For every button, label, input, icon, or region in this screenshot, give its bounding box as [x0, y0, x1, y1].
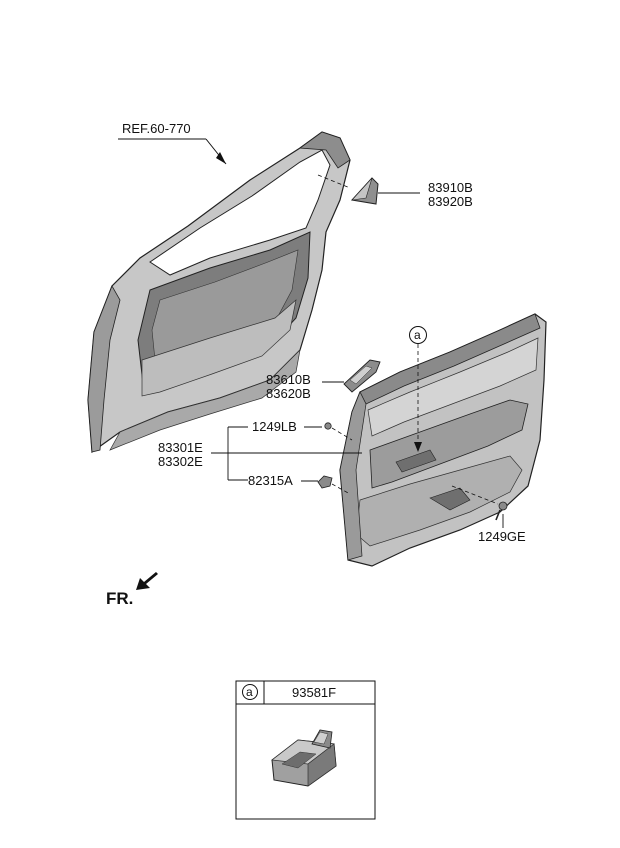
window-switch-part — [271, 729, 337, 787]
label-ref: REF.60-770 — [122, 121, 191, 136]
label-1249lb: 1249LB — [252, 419, 297, 434]
ref-leader — [118, 138, 227, 165]
mirror-cover-part — [351, 177, 379, 205]
label-82315a: 82315A — [248, 473, 293, 488]
callout-a-circle — [409, 326, 427, 344]
label-93581f: 93581F — [292, 685, 336, 700]
label-83302e: 83302E — [158, 454, 203, 469]
callout-a-text: a — [414, 328, 421, 342]
clip-82315a — [317, 475, 333, 489]
screw-1249lb — [324, 422, 332, 430]
front-arrow-icon — [136, 572, 158, 590]
bracket-leaders — [211, 426, 362, 481]
inside-handle-part — [343, 359, 381, 393]
label-1249ge: 1249GE — [478, 529, 526, 544]
screw-1249ge — [495, 501, 508, 521]
label-83620b: 83620B — [266, 386, 311, 401]
label-front: FR. — [106, 589, 133, 608]
label-83610b: 83610B — [266, 372, 311, 387]
label-83301e: 83301E — [158, 440, 203, 455]
label-83910b: 83910B — [428, 180, 473, 195]
label-83920b: 83920B — [428, 194, 473, 209]
door-frame-assembly — [87, 131, 351, 454]
detail-callout-text: a — [246, 685, 253, 699]
